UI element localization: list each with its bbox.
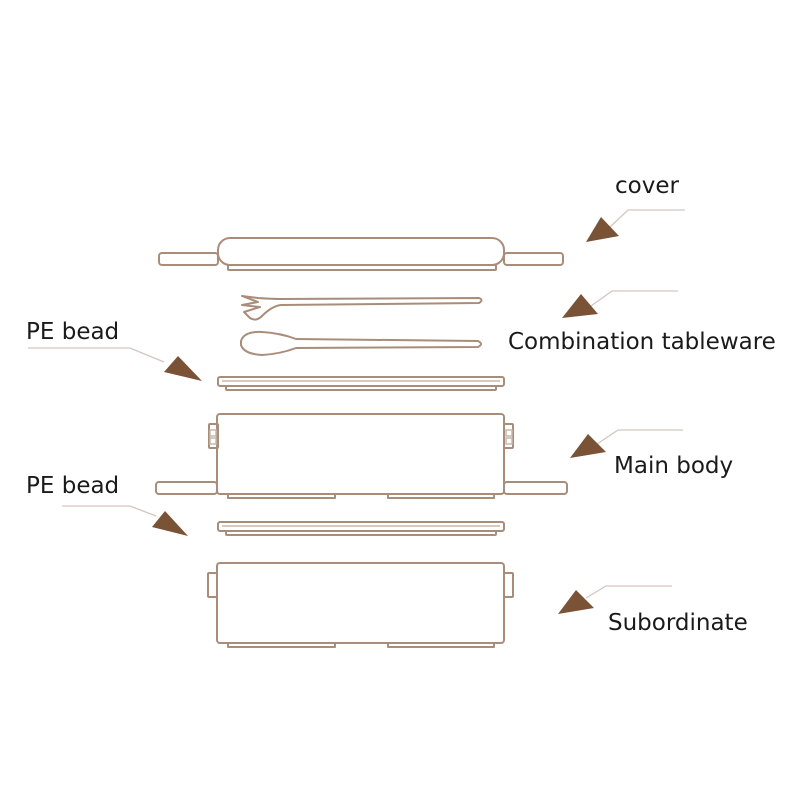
pe-bead-bottom-pointer (62, 505, 188, 536)
subordinate-part (207, 562, 514, 648)
pe-bead-bottom-label: PE bead (26, 473, 119, 499)
cover-label: cover (615, 173, 679, 199)
pe-bead-top-arrow-icon (164, 356, 202, 381)
pe-bead-bottom-part (217, 521, 505, 536)
pe-bead-top-pointer (28, 347, 202, 381)
fork-part (241, 295, 483, 321)
main-body-part (155, 413, 568, 499)
pe-bead-top-part (217, 376, 505, 391)
subordinate-label: Subordinate (608, 610, 748, 636)
pe-bead-bottom-arrow-icon (152, 511, 188, 536)
main-body-arrow-icon (570, 434, 606, 458)
subordinate-pointer (558, 585, 672, 614)
tableware-pointer (562, 290, 678, 318)
spoon-part (240, 330, 482, 356)
main-body-label: Main body (614, 453, 733, 479)
subordinate-arrow-icon (558, 590, 594, 614)
cover-part (158, 237, 564, 271)
tableware-arrow-icon (562, 294, 598, 318)
main-body-pointer (570, 429, 683, 458)
cover-pointer (586, 209, 685, 242)
cover-arrow-icon (586, 217, 619, 242)
pe-bead-top-label: PE bead (26, 319, 119, 345)
combination-tableware-label: Combination tableware (508, 329, 776, 355)
